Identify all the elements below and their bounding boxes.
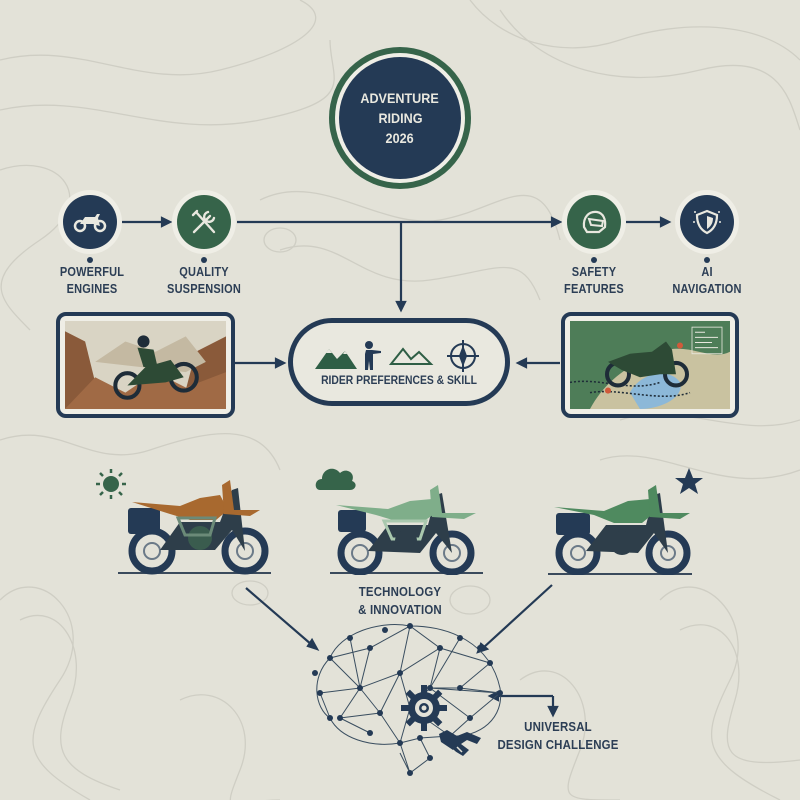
sun-icon xyxy=(96,469,126,499)
node-dot xyxy=(87,257,93,263)
node-dot xyxy=(704,257,710,263)
helmet-icon xyxy=(582,210,607,234)
title-ring: ADVENTURE RIDING 2026 xyxy=(335,53,465,183)
mountain-rider-illustration xyxy=(65,321,226,409)
node-ai-navigation xyxy=(675,190,739,254)
hub-icons xyxy=(315,340,479,372)
card-map-navigation xyxy=(561,312,739,418)
title-line-1: ADVENTURE xyxy=(360,90,440,106)
title-line-3: 2026 xyxy=(385,130,415,146)
node-inner xyxy=(567,195,621,249)
handshake-icon xyxy=(439,730,481,756)
compass-icon xyxy=(447,340,479,372)
hub-label: RIDER PREFERENCES & SKILL xyxy=(321,375,477,387)
label-line: ENGINES xyxy=(66,282,118,296)
feature-label-powerful-engines: POWERFUL ENGINES xyxy=(46,264,138,298)
label-line: DESIGN CHALLENGE xyxy=(497,737,619,752)
wrench-screwdriver-icon xyxy=(191,209,216,234)
mountains-icon xyxy=(315,349,357,369)
card-image xyxy=(570,321,730,409)
label-line: AI xyxy=(701,265,713,279)
title-line-2: RIDING xyxy=(377,110,423,126)
node-inner xyxy=(177,195,231,249)
node-dot xyxy=(201,257,207,263)
card-image xyxy=(65,321,226,409)
label-line: QUALITY xyxy=(179,265,229,279)
rider-preferences-hub: RIDER PREFERENCES & SKILL xyxy=(288,318,510,406)
label-line: SAFETY xyxy=(571,265,617,279)
label-line: FEATURES xyxy=(564,282,624,296)
person-pointing-icon xyxy=(365,341,381,370)
title-badge: ADVENTURE RIDING 2026 xyxy=(329,47,471,189)
cloud-icon xyxy=(315,468,356,490)
map-navigation-illustration xyxy=(570,321,730,409)
label-line: UNIVERSAL xyxy=(524,719,592,734)
feature-label-ai-navigation: AI NAVIGATION xyxy=(661,264,753,298)
adventure-bike-tan xyxy=(128,480,269,575)
label-line: & INNOVATION xyxy=(358,602,442,617)
adventure-bike-light-green xyxy=(336,485,476,575)
node-quality-suspension xyxy=(172,190,236,254)
gear-icon xyxy=(401,685,447,731)
feature-label-quality-suspension: QUALITY SUSPENSION xyxy=(158,264,250,298)
label-line: TECHNOLOGY xyxy=(358,584,442,599)
card-mountain-rider xyxy=(56,312,235,418)
star-icon xyxy=(675,468,703,494)
label-line: POWERFUL xyxy=(59,265,125,279)
label-line: NAVIGATION xyxy=(672,282,742,296)
node-powerful-engines xyxy=(58,190,122,254)
universal-design-challenge-label: UNIVERSAL DESIGN CHALLENGE xyxy=(496,718,619,754)
feature-label-safety-features: SAFETY FEATURES xyxy=(548,264,640,298)
node-inner xyxy=(680,195,734,249)
node-dot xyxy=(591,257,597,263)
motorcycle-icon xyxy=(73,214,107,233)
node-inner xyxy=(63,195,117,249)
title-text: ADVENTURE RIDING 2026 xyxy=(339,57,461,179)
adventure-bike-green xyxy=(554,485,691,575)
node-safety-features xyxy=(562,190,626,254)
shield-icon xyxy=(693,209,721,235)
technology-innovation-label: TECHNOLOGY & INNOVATION xyxy=(338,583,461,619)
label-line: SUSPENSION xyxy=(167,282,241,296)
mountains-outline-icon xyxy=(388,347,434,365)
